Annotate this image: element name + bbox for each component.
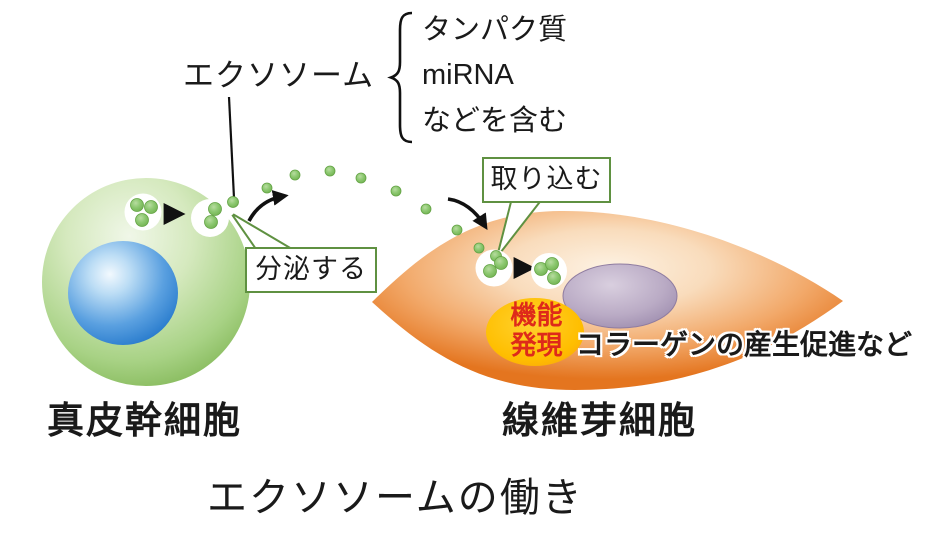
stem-cell-nucleus xyxy=(68,241,178,345)
exosome-dot xyxy=(144,200,158,214)
function-badge-line2: 発現 xyxy=(510,329,563,360)
exosome-dot xyxy=(420,203,432,215)
secrete-callout-label: 分泌する xyxy=(255,254,367,285)
function-badge-line1: 機能 xyxy=(510,300,563,330)
uptake-callout: 取り込む xyxy=(482,157,611,203)
function-badge: 機能 発現 xyxy=(489,300,584,361)
exosome-dot xyxy=(261,182,273,194)
exosome-dot xyxy=(204,215,218,229)
exosome-dot xyxy=(355,172,367,184)
exosome-dot xyxy=(494,256,508,270)
collagen-effect-text: コラーゲンの産生促進など xyxy=(576,329,913,360)
exosome-dot xyxy=(208,202,222,216)
dermal-stem-cell-label: 真皮幹細胞 xyxy=(47,400,242,441)
exosome-dot xyxy=(547,271,561,285)
uptake-arrow xyxy=(447,197,488,231)
exosome-dot xyxy=(130,198,144,212)
fibroblast-nucleus xyxy=(562,263,678,329)
secrete-callout: 分泌する xyxy=(245,247,377,293)
uptake-callout-label: 取り込む xyxy=(490,164,603,195)
exosome-dot xyxy=(451,224,463,236)
content-item-etc: などを含む xyxy=(422,104,568,137)
exosome-dot xyxy=(473,242,485,254)
exosome-dot xyxy=(390,185,402,197)
exosome-dot xyxy=(135,213,149,227)
exosome-contents-list: タンパク質 miRNA などを含む xyxy=(422,14,567,138)
secretion-arrow xyxy=(247,190,289,222)
exosome-dot xyxy=(483,264,497,278)
content-item-mirna: miRNA xyxy=(422,59,514,92)
brace-icon xyxy=(387,11,413,144)
diagram-title: エクソソームの働き xyxy=(207,476,584,520)
exosome-dot xyxy=(545,257,559,271)
exosome-label: エクソソーム xyxy=(183,58,375,93)
exosome-dot xyxy=(289,169,301,181)
pointer-line xyxy=(227,96,236,199)
fibroblast-label: 線維芽細胞 xyxy=(502,400,697,441)
function-badge-ellipse xyxy=(486,298,584,366)
content-item-protein: タンパク質 xyxy=(422,14,568,46)
exosome-dot xyxy=(324,165,336,177)
exosome-dot xyxy=(227,196,239,208)
